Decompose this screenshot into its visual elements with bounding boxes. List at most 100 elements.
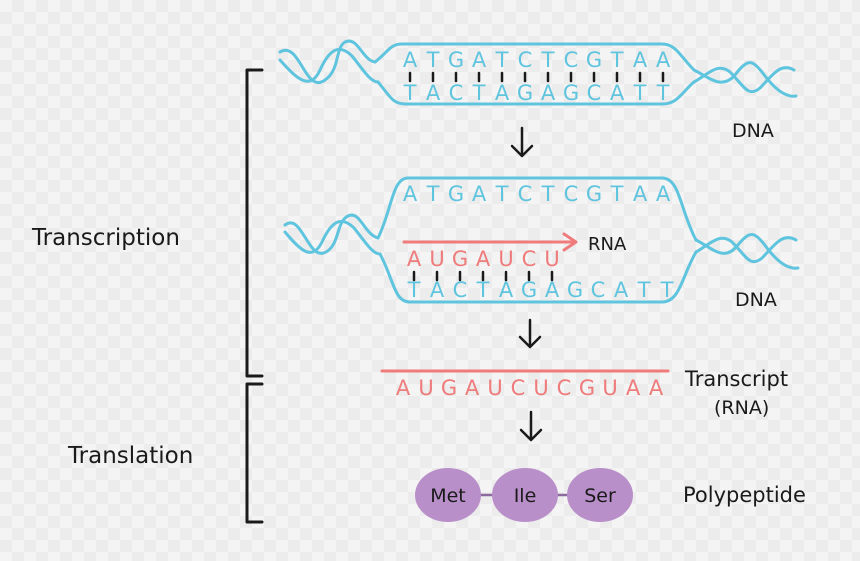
dna-base-template-5: G: [521, 278, 537, 302]
dna-base-top-4: T: [495, 48, 509, 72]
dna-base-coding-7: C: [564, 182, 579, 206]
amino-acid-ser: [567, 468, 633, 522]
dna-helix-left-twist-1: [278, 39, 377, 84]
dna-base-top-1: T: [426, 48, 440, 72]
dna-helix-right-twist-1: [692, 61, 798, 98]
translation-label: Translation: [67, 443, 193, 469]
base-pair-rungs-1: [408, 71, 665, 83]
transcript-sublabel: (RNA): [714, 397, 769, 419]
dna-helix-right-twist-4: [694, 236, 798, 264]
dna-base-bottom-4: A: [495, 81, 510, 105]
amino-acid-label-3: Ser: [584, 485, 616, 507]
dna-base-template-2: C: [453, 278, 468, 302]
amino-acid-met: [415, 468, 481, 522]
dna-base-bottom-0: T: [403, 81, 417, 105]
dna-base-template-6: A: [545, 278, 560, 302]
dna-base-bottom-10: T: [633, 81, 647, 105]
transcript-base-0: A: [396, 376, 411, 400]
dna-base-top-6: T: [541, 48, 555, 72]
dna-base-top-5: C: [518, 48, 533, 72]
dna-base-template-8: C: [591, 278, 606, 302]
transcript-label: Transcript: [684, 367, 788, 391]
dna-base-top-8: G: [586, 48, 602, 72]
dna-base-template-7: G: [567, 278, 583, 302]
dna-base-bottom-5: G: [517, 81, 533, 105]
amino-acid-label-1: Met: [430, 485, 466, 507]
amino-acid-ile: [492, 468, 558, 522]
rna-base-4: U: [498, 247, 513, 271]
dna-bubble-bottom-2: [378, 250, 698, 304]
dna-base-template-4: A: [499, 278, 514, 302]
dna-base-coding-8: G: [586, 182, 602, 206]
dna-base-top-11: A: [656, 48, 671, 72]
dna-double-helix-1: [278, 39, 798, 106]
dna-base-template-10: T: [637, 278, 651, 302]
down-arrow-1: [510, 126, 534, 158]
dna-base-coding-0: A: [403, 182, 418, 206]
transcript-base-6: U: [533, 376, 548, 400]
dna-base-coding-6: T: [541, 182, 555, 206]
base-pair-rungs-2: [412, 270, 554, 282]
polypeptide-chain: Met Ile Ser: [415, 468, 633, 522]
dna-base-bottom-8: C: [587, 81, 602, 105]
transcript-base-11: A: [649, 376, 664, 400]
dna-bubble-top: [373, 42, 696, 72]
transcript-base-1: U: [418, 376, 433, 400]
dna-base-top-0: A: [403, 48, 418, 72]
dna-base-coding-2: G: [448, 182, 464, 206]
dna-base-coding-10: A: [633, 182, 648, 206]
dna-helix-left-twist-2: [278, 47, 380, 84]
dna-base-bottom-9: A: [610, 81, 625, 105]
amino-acid-label-2: Ile: [514, 485, 537, 507]
dna-base-template-0: T: [407, 278, 421, 302]
rna-base-2: G: [452, 247, 468, 271]
transcription-label: Transcription: [31, 225, 180, 251]
dna-label-2: DNA: [735, 289, 777, 311]
dna-helix-right-twist-2: [692, 66, 796, 94]
dna-base-template-1: A: [430, 278, 445, 302]
dna-base-bottom-7: G: [563, 81, 579, 105]
dna-base-bottom-6: A: [541, 81, 556, 105]
dna-base-template-9: A: [614, 278, 629, 302]
transcription-bracket: [245, 68, 264, 378]
dna-base-top-2: G: [448, 48, 464, 72]
dna-helix-left-twist-4: [283, 219, 382, 256]
rna-base-5: C: [522, 247, 537, 271]
dna-base-coding-4: T: [495, 182, 509, 206]
dna-base-template-3: T: [476, 278, 490, 302]
transcript-base-4: U: [487, 376, 502, 400]
dna-base-coding-5: C: [518, 182, 533, 206]
rna-base-1: U: [429, 247, 444, 271]
polypeptide-label: Polypeptide: [683, 483, 806, 507]
rna-synthesis-arrow: [402, 232, 578, 252]
dna-base-coding-11: A: [656, 182, 671, 206]
dna-base-coding-3: A: [472, 182, 487, 206]
transcript-base-2: G: [441, 376, 457, 400]
dna-double-helix-2: [283, 176, 800, 304]
dna-base-top-9: T: [610, 48, 624, 72]
dna-base-bottom-11: T: [656, 81, 670, 105]
rna-base-3: A: [476, 247, 491, 271]
dna-bubble-bottom: [376, 80, 696, 106]
dna-helix-left-twist-3: [283, 213, 380, 255]
dna-base-coding-1: T: [426, 182, 440, 206]
dna-base-bottom-3: T: [472, 81, 486, 105]
dna-base-top-10: A: [633, 48, 648, 72]
down-arrow-3: [519, 410, 543, 442]
dna-base-coding-9: T: [610, 182, 624, 206]
dna-helix-right-twist-3: [694, 233, 800, 270]
dna-label-1: DNA: [732, 120, 774, 142]
transcript-base-5: C: [511, 376, 526, 400]
transcript-base-3: A: [465, 376, 480, 400]
dna-base-template-11: T: [660, 278, 674, 302]
rna-base-0: A: [407, 247, 422, 271]
transcript-base-8: G: [579, 376, 595, 400]
